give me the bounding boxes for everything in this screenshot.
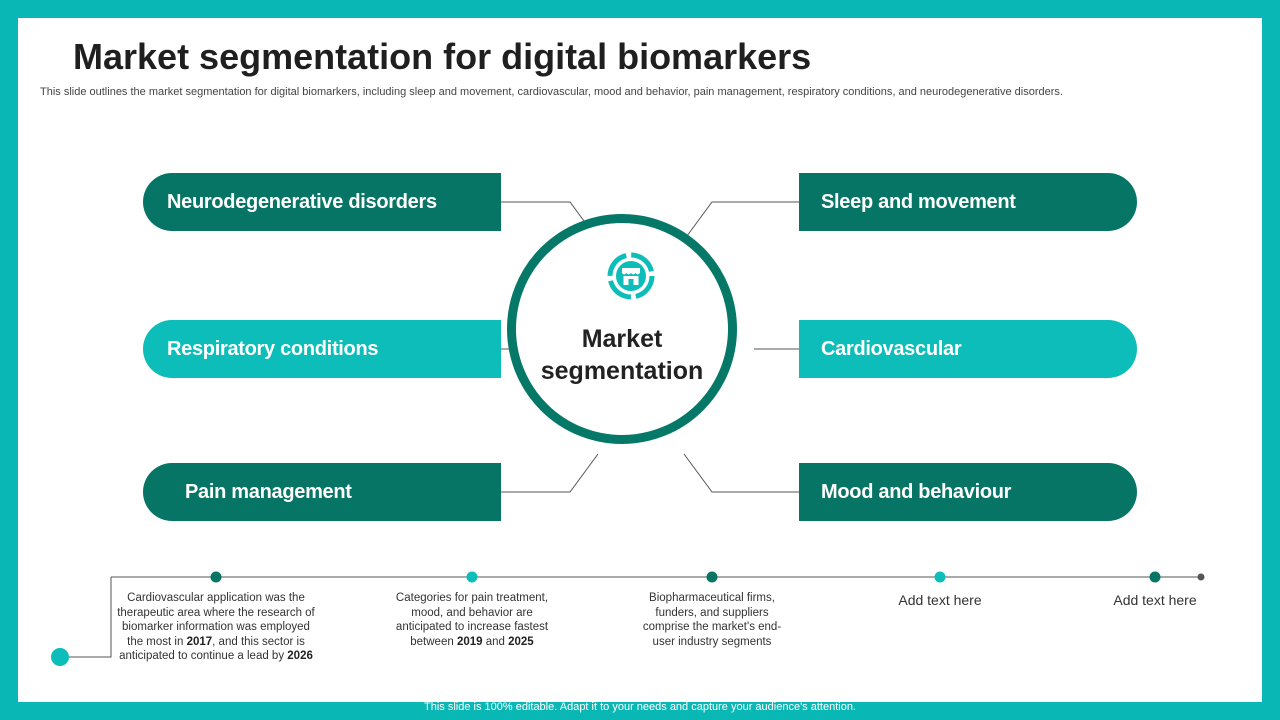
footer-text: This slide is 100% editable. Adapt it to… <box>424 701 856 713</box>
segment-label: Mood and behaviour <box>821 480 1012 503</box>
connector-sleep <box>683 201 799 241</box>
timeline-note-2: Categories for pain treatment, mood, and… <box>395 592 549 648</box>
timeline-dot-5 <box>1149 571 1161 583</box>
segment-pain-management: Pain management <box>143 463 501 521</box>
segment-neurodegenerative-disorders: Neurodegenerative disorders <box>143 173 501 231</box>
connector-mood <box>683 453 799 493</box>
segment-label: Cardiovascular <box>821 337 962 360</box>
segment-label: Sleep and movement <box>821 190 1016 213</box>
page-subtitle: This slide outlines the market segmentat… <box>40 86 1063 98</box>
timeline-dot-4 <box>934 571 946 583</box>
segment-label: Respiratory conditions <box>167 337 379 360</box>
timeline-note-1: Cardiovascular application was the thera… <box>117 592 315 662</box>
timeline-start-dot <box>51 648 69 666</box>
segment-sleep-and-movement: Sleep and movement <box>799 173 1137 231</box>
connector-pain <box>500 453 599 493</box>
segment-label: Pain management <box>185 480 352 503</box>
market-segmentation-hub: Market segmentation <box>507 214 737 444</box>
timeline-dot-2 <box>466 571 478 583</box>
hub-label: Market segmentation <box>540 325 704 385</box>
segment-respiratory-conditions: Respiratory conditions <box>143 320 501 378</box>
timeline-note-4: Add text here <box>898 592 982 608</box>
page-title: Market segmentation for digital biomarke… <box>73 36 812 77</box>
segment-mood-and-behaviour: Mood and behaviour <box>799 463 1137 521</box>
segment-cardiovascular: Cardiovascular <box>799 320 1137 378</box>
store-icon <box>607 252 655 300</box>
timeline-note-5: Add text here <box>1113 592 1197 608</box>
timeline-note-3: Biopharmaceutical firms, funders, and su… <box>642 592 782 648</box>
timeline-end-dot <box>1197 573 1205 581</box>
timeline-dot-3 <box>706 571 718 583</box>
timeline-start-connector <box>60 577 112 658</box>
segment-label: Neurodegenerative disorders <box>167 190 437 213</box>
timeline-dot-1 <box>210 571 222 583</box>
